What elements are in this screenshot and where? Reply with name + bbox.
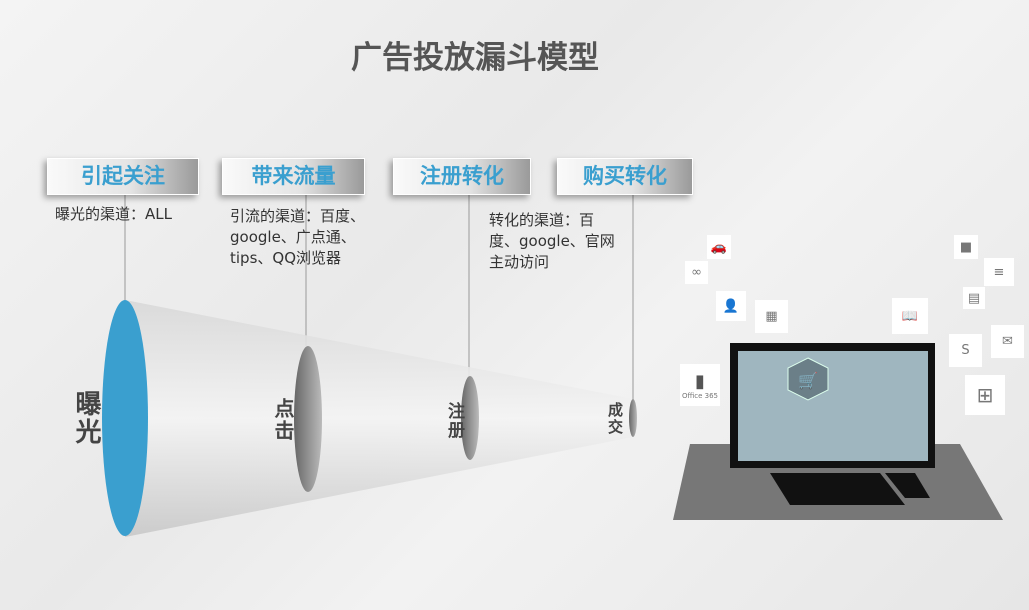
monitor-screen (738, 351, 928, 461)
mail-icon: ✉ (991, 325, 1024, 358)
sharepoint-icon: S (949, 334, 982, 367)
car-icon: 🚗 (707, 235, 731, 259)
mouse (885, 473, 930, 498)
cart-icon: 🛒 (798, 371, 818, 390)
calendar-icon: ▦ (755, 300, 788, 333)
cart-hexagon (787, 357, 829, 401)
stage-ellipse-click (294, 346, 322, 492)
keyboard (770, 473, 905, 505)
stage-label-click: 点击 (271, 398, 295, 442)
stage-label-register: 注册 (444, 402, 464, 440)
list-icon: ≡ (984, 258, 1014, 286)
stage-label-exposure: 曝光 (71, 390, 101, 446)
office365-icon: ▮Office 365 (680, 364, 720, 406)
stage-desc-traffic: 引流的渠道：百度、google、广点通、tips、QQ浏览器 (230, 207, 366, 267)
page-title: 广告投放漏斗模型 (351, 40, 599, 76)
stage-header-purchase: 购买转化 (557, 158, 693, 195)
user-icon: 👤 (716, 291, 746, 321)
calculator-icon: ▤ (963, 287, 985, 309)
book-icon: 📖 (892, 298, 928, 334)
stage-header-attention: 引起关注 (47, 158, 199, 195)
stage-ellipse-register (461, 376, 479, 460)
stage-ellipse-exposure (102, 300, 148, 536)
glasses-icon: ∞ (685, 261, 708, 284)
stage-desc-register: 转化的渠道：百度、google、官网主动访问 (489, 211, 615, 271)
stage-header-register: 注册转化 (393, 158, 531, 195)
stage-header-traffic: 带来流量 (222, 158, 365, 195)
office365-label: Office 365 (681, 391, 719, 400)
camera-icon: ■ (954, 235, 978, 259)
windows-icon: ⊞ (965, 375, 1005, 415)
stage-ellipse-deal (629, 399, 637, 437)
stage-label-deal: 成交 (606, 402, 624, 436)
funnel-body (125, 300, 633, 537)
stage-desc-attention: 曝光的渠道：ALL (55, 205, 172, 223)
